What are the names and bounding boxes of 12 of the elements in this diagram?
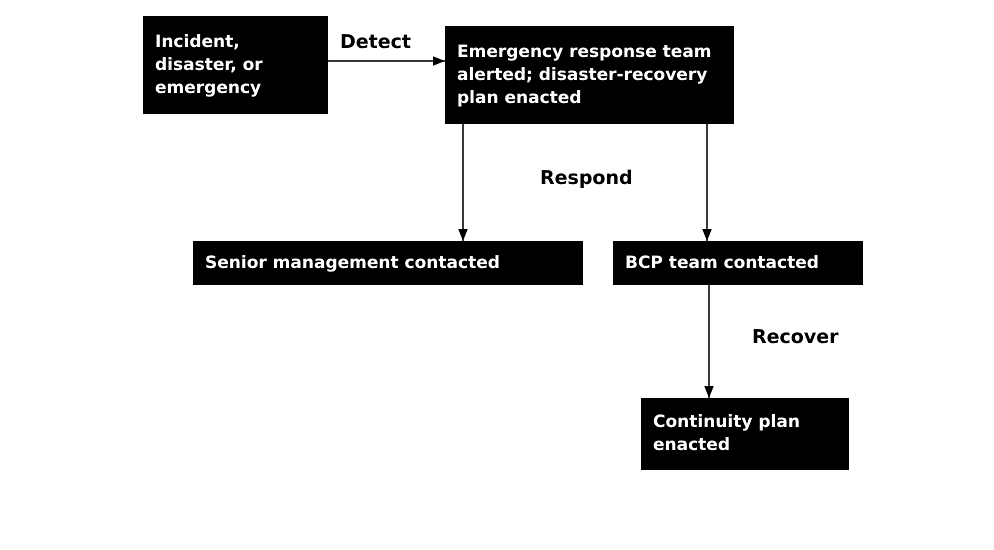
arrow xyxy=(328,56,445,66)
process-box: Emergency response team alerted; disaster-recovery plan enacted xyxy=(445,26,734,124)
stage-label: Recover xyxy=(752,325,838,350)
process-box: Continuity plan enacted xyxy=(641,398,849,470)
stage-label: Respond xyxy=(540,166,633,191)
arrow xyxy=(702,124,712,241)
process-box: Incident, disaster, or emergency xyxy=(143,16,328,114)
arrow xyxy=(704,285,714,398)
arrow xyxy=(458,124,468,241)
process-box: Senior management contacted xyxy=(193,241,583,285)
process-box: BCP team contacted xyxy=(613,241,863,285)
edge-label: Detect xyxy=(340,30,411,55)
